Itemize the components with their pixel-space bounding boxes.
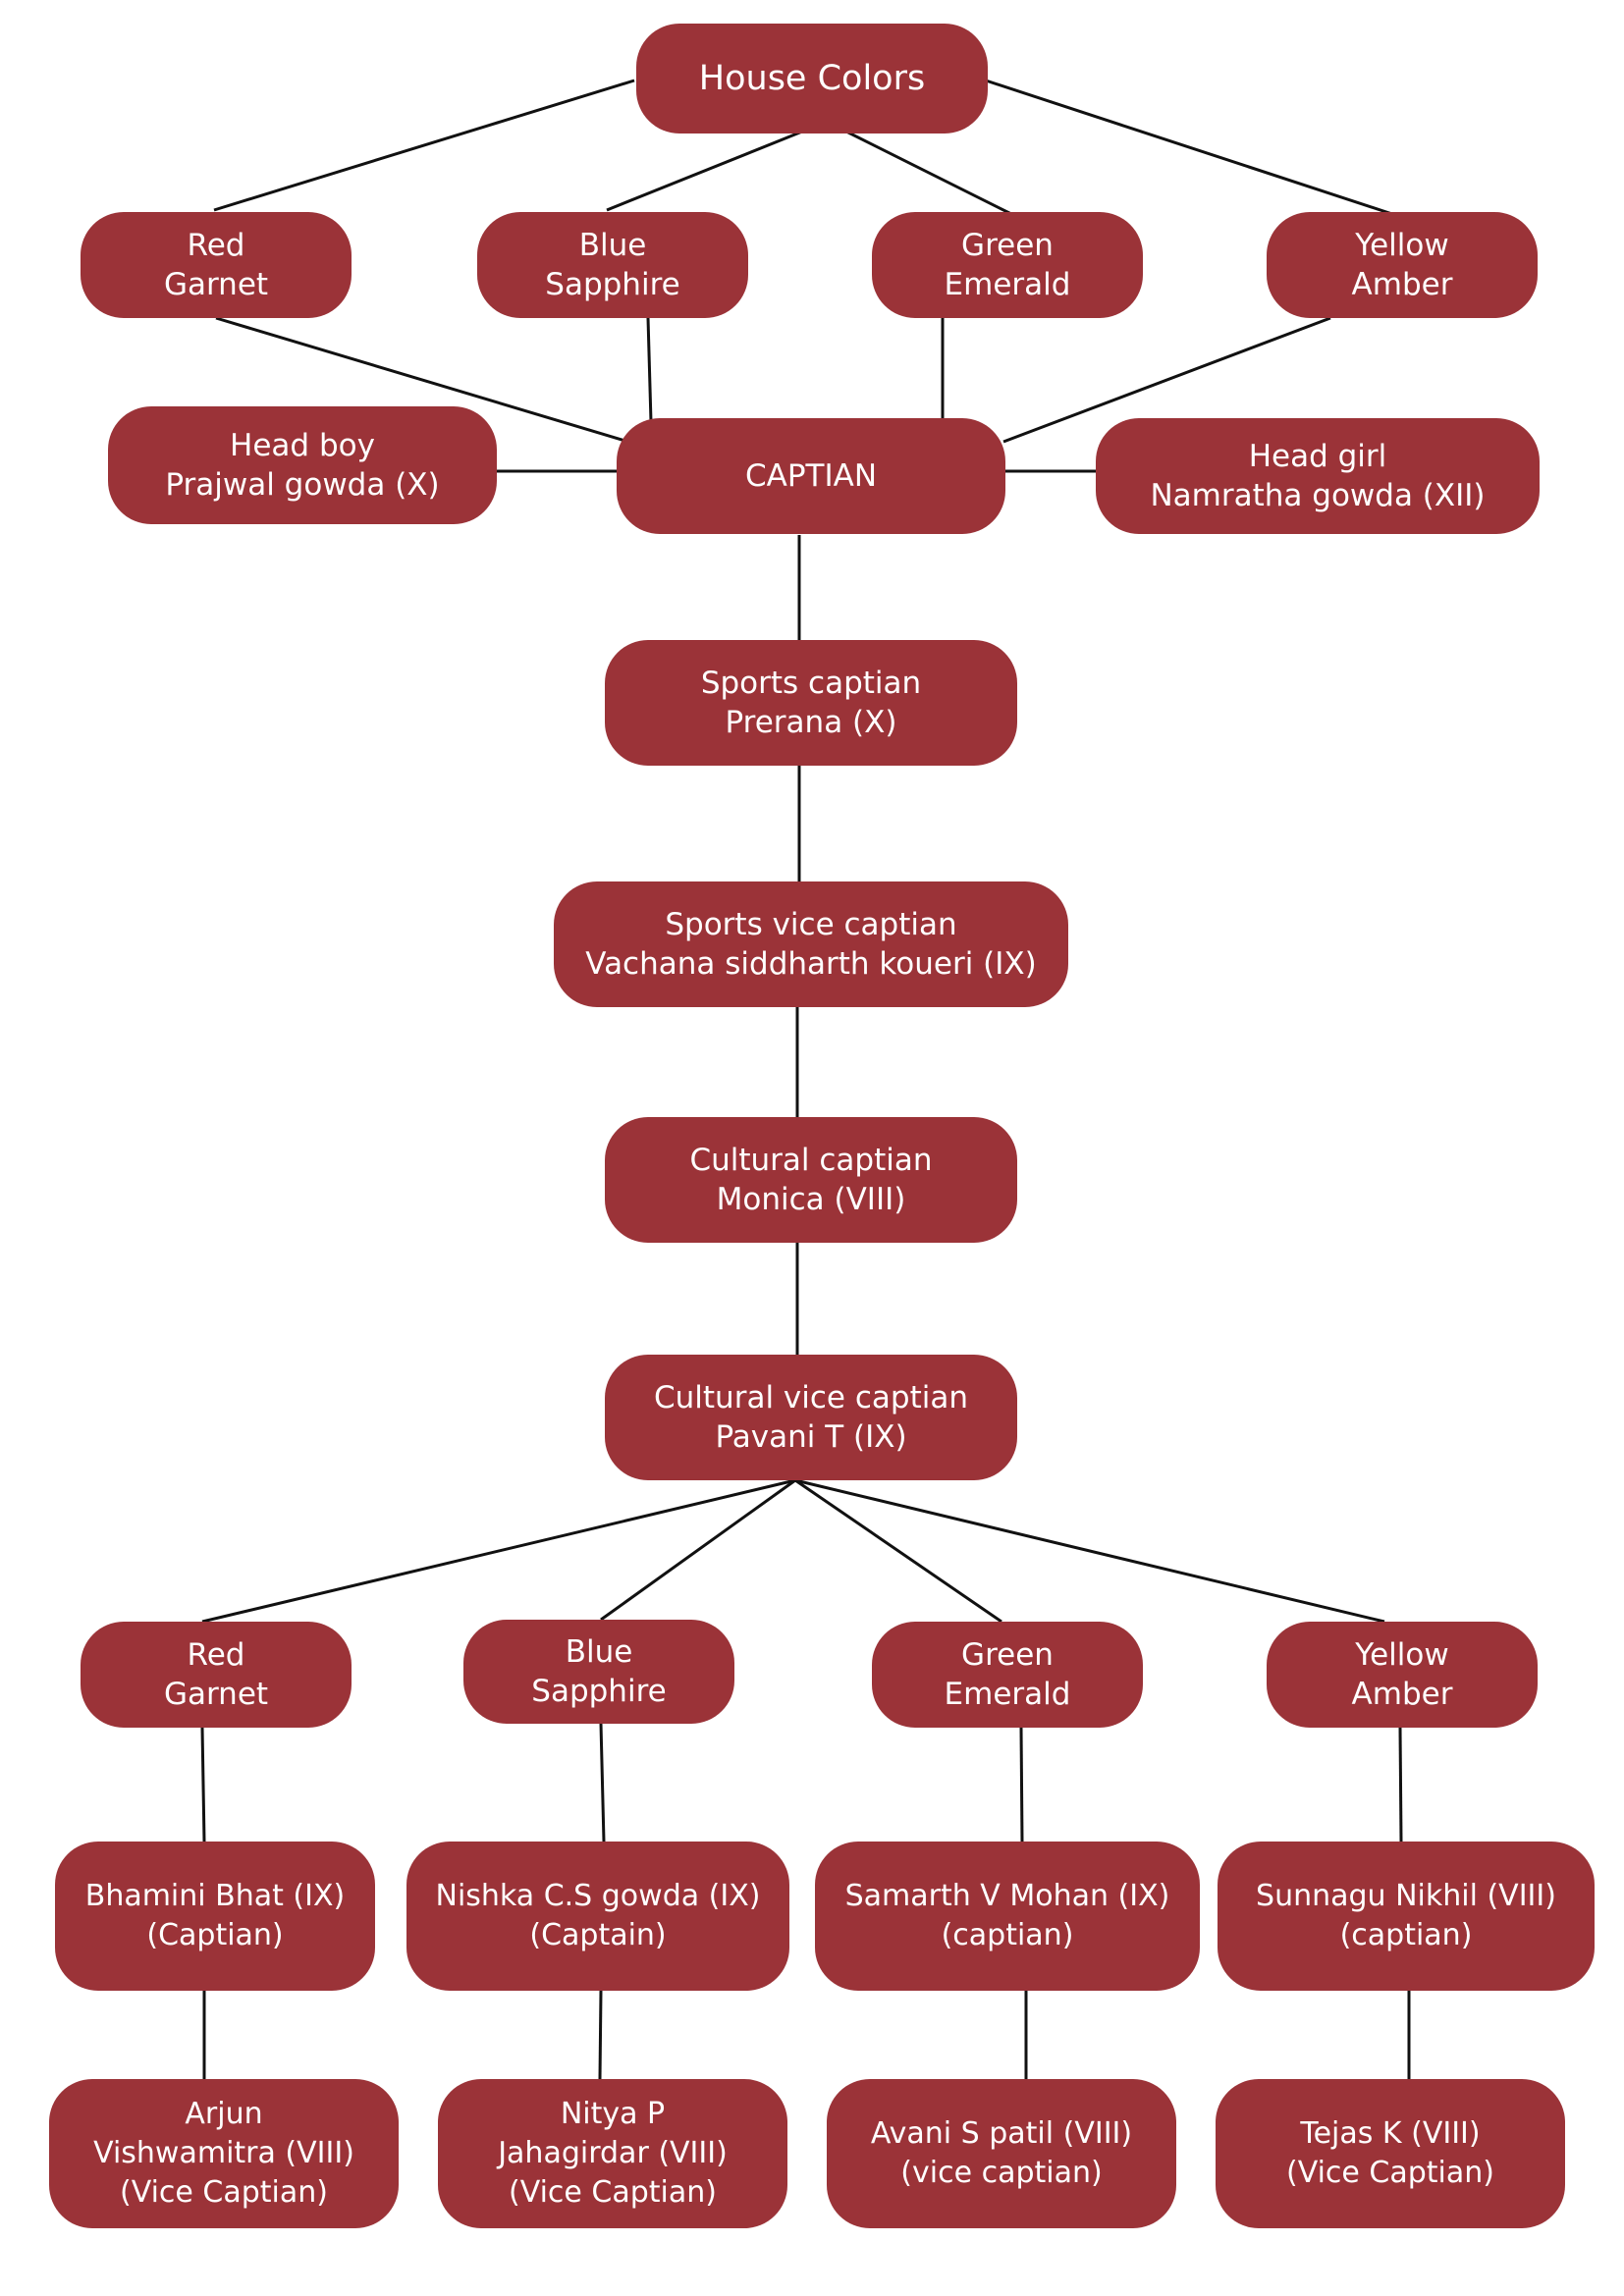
edge	[794, 1478, 1002, 1624]
role-holder: Vachana siddharth koueri (IX)	[585, 946, 1037, 982]
cultural-captain-node: Cultural captian Monica (VIII)	[605, 1117, 1017, 1243]
vice-captain-role: (Vice Captian)	[1286, 2156, 1494, 2190]
role-holder: Monica (VIII)	[716, 1182, 906, 1217]
vice-captain-line: Vishwamitra (VIII)	[93, 2136, 354, 2170]
house-blue-sapphire-node: Blue Sapphire	[463, 1620, 734, 1724]
house-gem: Garnet	[163, 1677, 269, 1712]
role-title: Cultural vice captian	[654, 1380, 968, 1415]
edge	[1019, 1727, 1024, 1842]
vice-captain-role: (Vice Captian)	[120, 2175, 328, 2210]
house-gem: Sapphire	[531, 1674, 667, 1709]
edge	[646, 317, 653, 423]
edge	[1398, 1727, 1403, 1842]
house-name: Green	[961, 1637, 1054, 1673]
vice-captain-role: (vice captian)	[900, 2156, 1103, 2190]
edge	[606, 128, 808, 212]
house-gem: Emerald	[944, 1677, 1071, 1712]
house-green-emerald-node: Green Emerald	[872, 1622, 1143, 1728]
house-captain-node: Bhamini Bhat (IX) (Captian)	[55, 1842, 375, 1991]
head-boy-node: Head boy Prajwal gowda (X)	[108, 406, 497, 524]
edge	[794, 1478, 1385, 1624]
captain-role: (captian)	[1339, 1918, 1473, 1952]
cultural-vice-captain-node: Cultural vice captian Pavani T (IX)	[605, 1355, 1017, 1480]
head-girl-node: Head girl Namratha gowda (XII)	[1096, 418, 1540, 534]
house-colors-node: House Colors	[636, 24, 988, 133]
house-captain-node: Samarth V Mohan (IX) (captian)	[815, 1842, 1200, 1991]
sports-captain-node: Sports captian Prerana (X)	[605, 640, 1017, 766]
edge	[599, 1723, 606, 1842]
captain-name: Sunnagu Nikhil (VIII)	[1256, 1879, 1556, 1913]
house-gem: Amber	[1351, 267, 1453, 302]
vice-captain-line: Avani S patil (VIII)	[870, 2116, 1133, 2151]
house-gem: Amber	[1351, 1677, 1453, 1712]
edge	[845, 130, 1012, 216]
captain-node: CAPTIAN	[617, 418, 1005, 534]
edge	[1002, 316, 1331, 444]
vice-captain-line: Arjun	[185, 2097, 263, 2131]
vice-captain-role: (Vice Captian)	[509, 2175, 717, 2210]
captain-name: Samarth V Mohan (IX)	[844, 1879, 1170, 1913]
house-name: Blue	[565, 1634, 633, 1670]
vice-captain-line: Tejas K (VIII)	[1300, 2116, 1481, 2151]
vice-captain-node: Nitya P Jahagirdar (VIII) (Vice Captian)	[438, 2079, 787, 2228]
captain-name: Nishka C.S gowda (IX)	[435, 1879, 761, 1913]
role-title: Cultural captian	[689, 1143, 933, 1178]
captain-label: CAPTIAN	[744, 458, 878, 494]
house-gem: Garnet	[163, 267, 269, 302]
house-name: Yellow	[1355, 228, 1449, 263]
house-name: Red	[187, 1637, 245, 1673]
edge	[215, 316, 629, 444]
role-title: Sports captian	[700, 666, 922, 701]
edge	[600, 1478, 796, 1622]
house-name: Yellow	[1355, 1637, 1449, 1673]
house-captain-node: Sunnagu Nikhil (VIII) (captian)	[1218, 1842, 1595, 1991]
head-girl-title: Head girl	[1248, 439, 1387, 474]
captain-role: (captian)	[941, 1918, 1074, 1952]
role-holder: Pavani T (IX)	[715, 1419, 907, 1455]
sports-vice-captain-node: Sports vice captian Vachana siddharth ko…	[554, 881, 1068, 1007]
captain-name: Bhamini Bhat (IX)	[84, 1879, 346, 1913]
edge	[201, 1478, 796, 1624]
captain-role: (Captian)	[146, 1918, 284, 1952]
house-gem: Sapphire	[545, 267, 680, 302]
house-captain-node: Nishka C.S gowda (IX) (Captain)	[406, 1842, 789, 1991]
house-name: Red	[187, 228, 245, 263]
house-gem: Emerald	[944, 267, 1071, 302]
head-boy-title: Head boy	[230, 428, 375, 463]
role-holder: Prerana (X)	[725, 705, 897, 740]
role-title: Sports vice captian	[665, 907, 957, 942]
house-green-emerald-node: Green Emerald	[872, 212, 1143, 318]
edge	[985, 79, 1393, 216]
vice-captain-line: Jahagirdar (VIII)	[498, 2136, 728, 2170]
head-girl-name: Namratha gowda (XII)	[1150, 478, 1486, 513]
vice-captain-node: Arjun Vishwamitra (VIII) (Vice Captian)	[49, 2079, 399, 2228]
vice-captain-line: Nitya P	[560, 2097, 666, 2131]
edge	[200, 1727, 206, 1842]
house-name: Green	[961, 228, 1054, 263]
house-yellow-amber-node: Yellow Amber	[1267, 1622, 1538, 1728]
head-boy-name: Prajwal gowda (X)	[165, 467, 440, 503]
house-blue-sapphire-node: Blue Sapphire	[477, 212, 748, 318]
house-red-garnet-node: Red Garnet	[81, 1622, 352, 1728]
captain-role: (Captain)	[529, 1918, 667, 1952]
vice-captain-node: Avani S patil (VIII) (vice captian)	[827, 2079, 1176, 2228]
house-name: Blue	[578, 228, 647, 263]
house-red-garnet-node: Red Garnet	[81, 212, 352, 318]
vice-captain-node: Tejas K (VIII) (Vice Captian)	[1216, 2079, 1565, 2228]
edge	[213, 79, 635, 212]
edge	[598, 1990, 603, 2080]
house-colors-label: House Colors	[698, 59, 926, 98]
house-yellow-amber-node: Yellow Amber	[1267, 212, 1538, 318]
